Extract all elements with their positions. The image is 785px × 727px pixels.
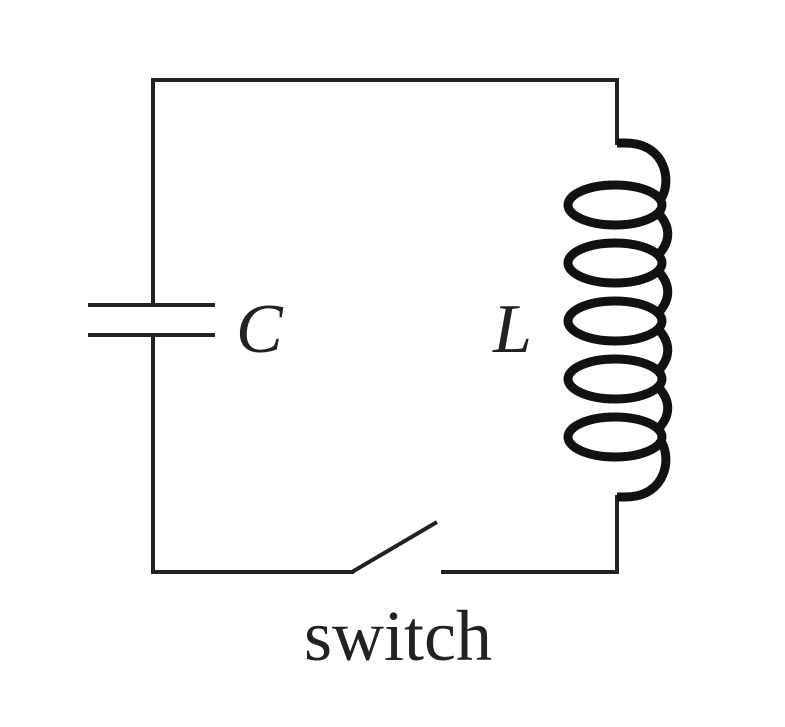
inductor-label: L [492, 291, 532, 368]
coil-lead-bottom [617, 437, 671, 502]
switch-blade[interactable] [350, 520, 439, 574]
top-wire [151, 78, 619, 307]
coil-loop [563, 180, 667, 230]
switch-label: switch [304, 596, 492, 676]
coil-loop [563, 296, 667, 346]
inductor-coil [563, 138, 673, 502]
capacitor-label: C [236, 291, 284, 368]
capacitor [88, 303, 215, 337]
left-lower-wire [151, 333, 354, 574]
coil-loop [563, 412, 667, 462]
coil-lead-top [617, 138, 671, 203]
right-lower-wire [441, 495, 619, 574]
coil-loop [563, 238, 667, 288]
circuit-wires [151, 78, 619, 574]
coil-loop [563, 354, 667, 404]
